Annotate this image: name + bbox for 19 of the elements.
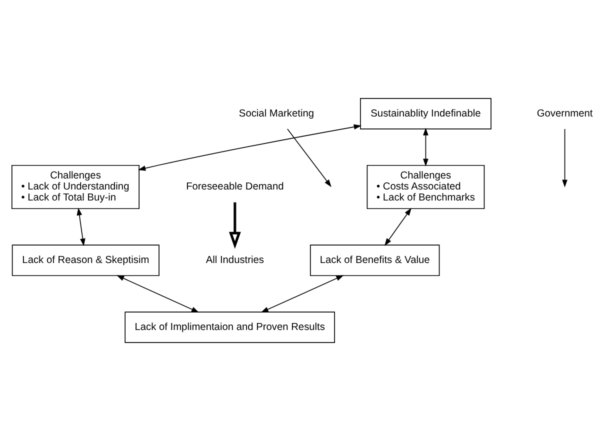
node-text: Government <box>536 108 593 119</box>
node-box: Sustainablity Indefinable <box>360 97 492 129</box>
node-box: Lack of Implimentaion and Proven Results <box>124 311 335 343</box>
arrow <box>423 127 428 166</box>
arrow <box>76 207 86 246</box>
arrow <box>562 128 568 187</box>
node-box: Challenges • Costs Associated • Lack of Benchmarks <box>366 164 485 209</box>
arrow <box>138 124 362 170</box>
node-text: All Industries <box>206 254 264 266</box>
arrow <box>260 274 344 312</box>
node-box: Challenges • Lack of Understanding • Lack of Total Buy-in <box>11 164 140 209</box>
node-text: Foreseeable Demand <box>186 181 284 192</box>
arrow <box>228 202 241 248</box>
node-box: Lack of Reason & Skeptisim <box>12 244 160 276</box>
node-box: Lack of Benefits & Value <box>310 244 440 276</box>
arrow <box>287 128 332 187</box>
arrow <box>116 274 200 312</box>
node-text: Social Marketing <box>238 108 314 119</box>
arrow <box>384 207 412 246</box>
